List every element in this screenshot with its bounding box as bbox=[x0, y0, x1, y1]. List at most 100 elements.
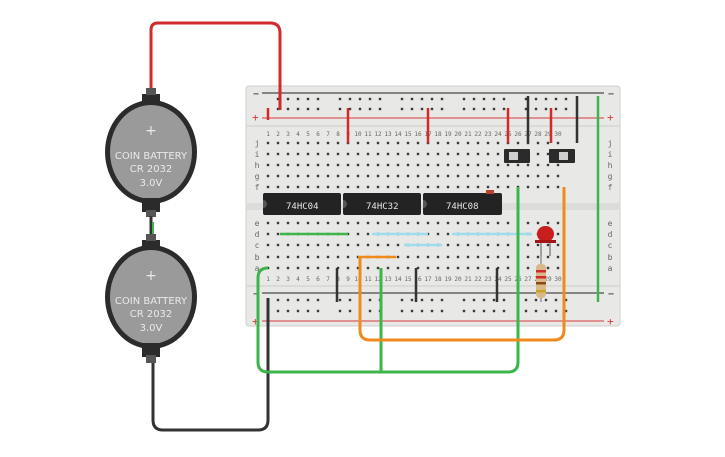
breadboard-hole[interactable] bbox=[296, 163, 300, 167]
breadboard-hole[interactable] bbox=[446, 174, 450, 178]
breadboard-hole[interactable] bbox=[546, 141, 550, 145]
breadboard-hole[interactable] bbox=[266, 243, 270, 247]
breadboard-hole[interactable] bbox=[296, 152, 300, 156]
breadboard-hole[interactable] bbox=[476, 152, 480, 156]
breadboard-hole[interactable] bbox=[524, 107, 528, 111]
breadboard-hole[interactable] bbox=[346, 255, 350, 259]
breadboard-hole[interactable] bbox=[564, 309, 568, 313]
breadboard-hole[interactable] bbox=[286, 243, 290, 247]
breadboard-hole[interactable] bbox=[440, 107, 444, 111]
breadboard-hole[interactable] bbox=[296, 298, 300, 302]
breadboard-hole[interactable] bbox=[446, 163, 450, 167]
breadboard-hole[interactable] bbox=[496, 255, 500, 259]
breadboard-hole[interactable] bbox=[506, 221, 510, 225]
breadboard-hole[interactable] bbox=[386, 141, 390, 145]
breadboard-hole[interactable] bbox=[486, 163, 490, 167]
breadboard-hole[interactable] bbox=[266, 152, 270, 156]
breadboard-hole[interactable] bbox=[482, 97, 486, 101]
breadboard-hole[interactable] bbox=[376, 185, 380, 189]
breadboard-hole[interactable] bbox=[496, 243, 500, 247]
breadboard-hole[interactable] bbox=[356, 163, 360, 167]
breadboard-hole[interactable] bbox=[516, 163, 520, 167]
slide-switch-2[interactable] bbox=[549, 149, 575, 163]
breadboard-hole[interactable] bbox=[276, 255, 280, 259]
breadboard-hole[interactable] bbox=[446, 221, 450, 225]
breadboard-hole[interactable] bbox=[286, 141, 290, 145]
coin-battery-1[interactable]: + COIN BATTERY CR 2032 3.0V bbox=[105, 88, 197, 217]
breadboard-hole[interactable] bbox=[316, 266, 320, 270]
breadboard-hole[interactable] bbox=[346, 221, 350, 225]
breadboard-hole[interactable] bbox=[524, 97, 528, 101]
breadboard-hole[interactable] bbox=[410, 97, 414, 101]
breadboard-hole[interactable] bbox=[456, 243, 460, 247]
breadboard-hole[interactable] bbox=[526, 185, 530, 189]
breadboard-hole[interactable] bbox=[326, 185, 330, 189]
breadboard-hole[interactable] bbox=[276, 107, 280, 111]
breadboard-hole[interactable] bbox=[356, 174, 360, 178]
breadboard-hole[interactable] bbox=[316, 152, 320, 156]
breadboard-hole[interactable] bbox=[502, 107, 506, 111]
breadboard-hole[interactable] bbox=[546, 221, 550, 225]
breadboard-hole[interactable] bbox=[356, 266, 360, 270]
breadboard-hole[interactable] bbox=[486, 266, 490, 270]
breadboard-hole[interactable] bbox=[276, 309, 280, 313]
breadboard-hole[interactable] bbox=[376, 266, 380, 270]
breadboard-hole[interactable] bbox=[286, 107, 290, 111]
breadboard-hole[interactable] bbox=[336, 141, 340, 145]
breadboard-hole[interactable] bbox=[406, 255, 410, 259]
breadboard-hole[interactable] bbox=[346, 266, 350, 270]
breadboard-hole[interactable] bbox=[564, 97, 568, 101]
breadboard-hole[interactable] bbox=[410, 107, 414, 111]
breadboard-hole[interactable] bbox=[496, 221, 500, 225]
breadboard-hole[interactable] bbox=[386, 163, 390, 167]
breadboard-hole[interactable] bbox=[472, 309, 476, 313]
breadboard-hole[interactable] bbox=[492, 309, 496, 313]
breadboard-hole[interactable] bbox=[296, 185, 300, 189]
breadboard-hole[interactable] bbox=[466, 141, 470, 145]
breadboard-hole[interactable] bbox=[496, 141, 500, 145]
breadboard-hole[interactable] bbox=[466, 152, 470, 156]
breadboard-hole[interactable] bbox=[486, 185, 490, 189]
breadboard-hole[interactable] bbox=[482, 298, 486, 302]
breadboard-hole[interactable] bbox=[338, 298, 342, 302]
breadboard-hole[interactable] bbox=[506, 174, 510, 178]
breadboard-hole[interactable] bbox=[368, 309, 372, 313]
breadboard-hole[interactable] bbox=[496, 185, 500, 189]
breadboard-hole[interactable] bbox=[316, 255, 320, 259]
breadboard-hole[interactable] bbox=[358, 107, 362, 111]
breadboard-hole[interactable] bbox=[436, 163, 440, 167]
breadboard-hole[interactable] bbox=[556, 163, 560, 167]
breadboard-hole[interactable] bbox=[286, 174, 290, 178]
breadboard-hole[interactable] bbox=[286, 152, 290, 156]
breadboard-hole[interactable] bbox=[348, 97, 352, 101]
breadboard-hole[interactable] bbox=[276, 298, 280, 302]
breadboard-hole[interactable] bbox=[266, 141, 270, 145]
breadboard-hole[interactable] bbox=[356, 232, 360, 236]
breadboard-hole[interactable] bbox=[276, 163, 280, 167]
breadboard-hole[interactable] bbox=[276, 152, 280, 156]
breadboard-hole[interactable] bbox=[396, 185, 400, 189]
breadboard-hole[interactable] bbox=[486, 141, 490, 145]
breadboard-hole[interactable] bbox=[476, 255, 480, 259]
breadboard-hole[interactable] bbox=[366, 141, 370, 145]
breadboard-hole[interactable] bbox=[306, 97, 310, 101]
breadboard-hole[interactable] bbox=[420, 298, 424, 302]
breadboard-hole[interactable] bbox=[526, 266, 530, 270]
breadboard-hole[interactable] bbox=[410, 309, 414, 313]
breadboard-hole[interactable] bbox=[368, 107, 372, 111]
breadboard-hole[interactable] bbox=[306, 107, 310, 111]
breadboard-hole[interactable] bbox=[466, 185, 470, 189]
breadboard-hole[interactable] bbox=[486, 174, 490, 178]
breadboard-hole[interactable] bbox=[506, 243, 510, 247]
breadboard-hole[interactable] bbox=[506, 185, 510, 189]
breadboard-hole[interactable] bbox=[276, 185, 280, 189]
breadboard-hole[interactable] bbox=[534, 298, 538, 302]
breadboard-hole[interactable] bbox=[396, 163, 400, 167]
breadboard-hole[interactable] bbox=[456, 185, 460, 189]
breadboard-hole[interactable] bbox=[346, 185, 350, 189]
breadboard-hole[interactable] bbox=[446, 152, 450, 156]
breadboard-hole[interactable] bbox=[316, 298, 320, 302]
breadboard-hole[interactable] bbox=[416, 255, 420, 259]
breadboard-hole[interactable] bbox=[556, 232, 560, 236]
breadboard-hole[interactable] bbox=[430, 298, 434, 302]
